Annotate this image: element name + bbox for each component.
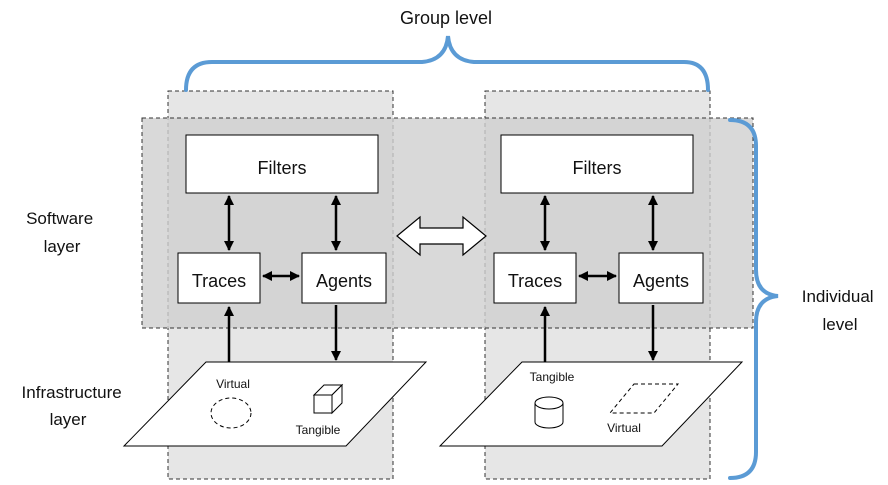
left-agents-label: Agents <box>316 271 372 291</box>
right-filters-box <box>500 134 694 194</box>
left-infrastructure-plane <box>122 361 428 447</box>
right-traces-box <box>493 252 577 304</box>
left-tangible-label: Tangible <box>296 423 341 437</box>
left-traces-box <box>177 252 261 304</box>
right-infrastructure-plane <box>438 361 744 447</box>
left-agents-box <box>301 252 387 304</box>
left-virtual-object <box>210 397 252 429</box>
software-layer-label: Software layer <box>26 209 98 256</box>
left-tangible-cube <box>312 383 344 415</box>
infrastructure-layer-label: Infrastructure layer <box>22 383 127 429</box>
right-virtual-object <box>608 383 680 414</box>
group-level-brace <box>184 35 710 92</box>
left-virtual-label: Virtual <box>216 377 250 391</box>
right-tangible-label: Tangible <box>530 370 575 384</box>
right-virtual-label: Virtual <box>607 421 641 435</box>
right-filters-label: Filters <box>573 158 622 178</box>
individual-level-brace <box>728 118 779 480</box>
left-filters-label: Filters <box>258 158 307 178</box>
right-agents-box <box>618 252 704 304</box>
right-traces-label: Traces <box>508 271 562 291</box>
right-tangible-cylinder <box>534 396 564 429</box>
group-exchange-arrow <box>396 215 487 257</box>
left-filters-box <box>185 134 379 194</box>
group-level-label: Group level <box>400 8 492 28</box>
individual-level-label: Individual level <box>802 287 879 334</box>
right-agents-label: Agents <box>633 271 689 291</box>
left-traces-label: Traces <box>192 271 246 291</box>
